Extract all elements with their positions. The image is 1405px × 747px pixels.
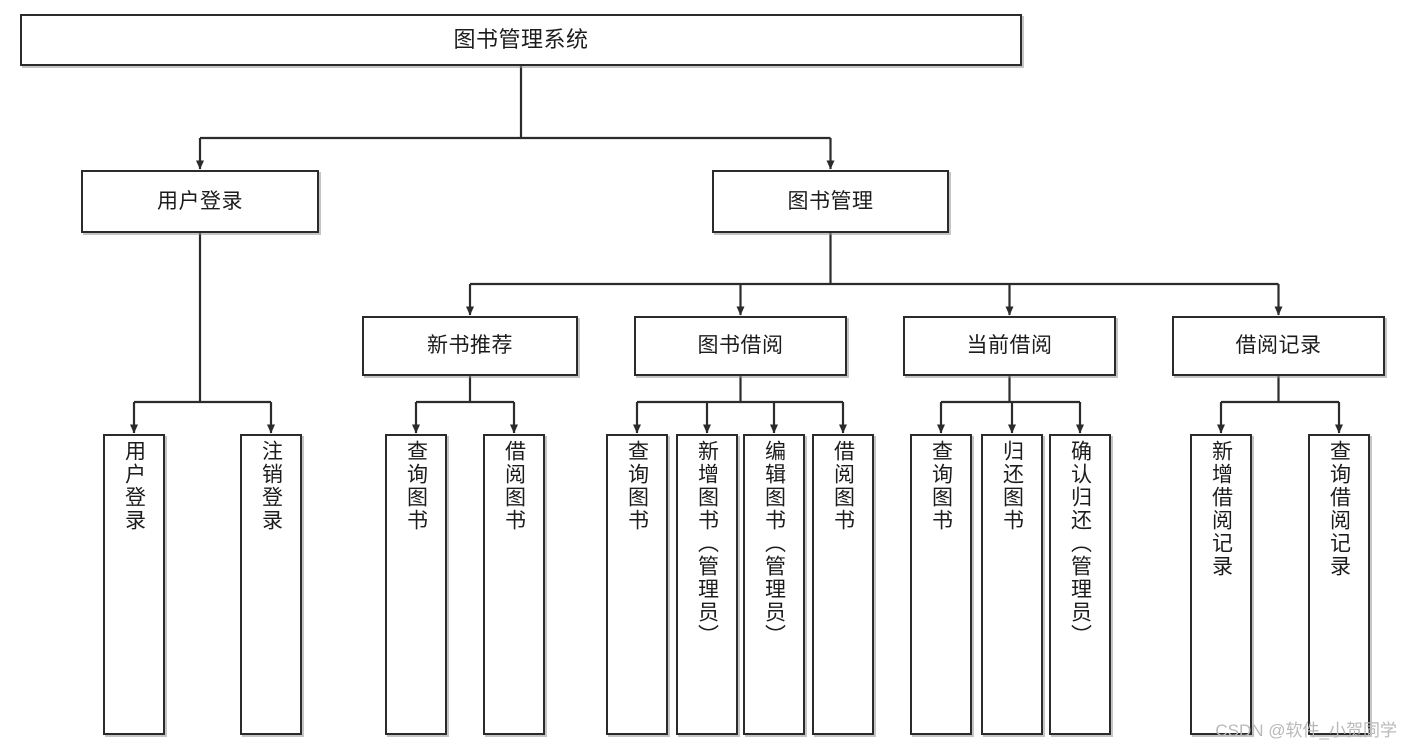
node-label: 查询借阅记录 — [1327, 440, 1351, 578]
csdn-watermark: CSDN @软件_小贺同学 — [1215, 721, 1397, 740]
node-label: 查询图书 — [929, 440, 953, 532]
node-label: 借阅记录 — [1235, 334, 1322, 358]
node-book-borrowing[interactable]: 图书借阅 — [634, 316, 847, 376]
node-leaf-add-borrowing-record[interactable]: 新增借阅记录 — [1190, 434, 1252, 735]
node-label: 查询图书 — [404, 440, 428, 532]
node-label: 借阅图书 — [831, 440, 855, 532]
node-leaf-edit-book-admin[interactable]: 编辑图书（管理员） — [743, 434, 805, 735]
node-label: 图书借阅 — [697, 334, 784, 358]
node-leaf-query-book-3[interactable]: 查询图书 — [910, 434, 972, 735]
node-leaf-query-book-1[interactable]: 查询图书 — [385, 434, 447, 735]
node-leaf-add-book-admin[interactable]: 新增图书（管理员） — [676, 434, 738, 735]
node-label: 注销登录 — [259, 440, 283, 532]
node-leaf-borrow-book-1[interactable]: 借阅图书 — [483, 434, 545, 735]
node-leaf-borrow-book-2[interactable]: 借阅图书 — [812, 434, 874, 735]
node-label: 归还图书 — [1000, 440, 1024, 532]
node-root-book-management-system[interactable]: 图书管理系统 — [20, 14, 1022, 66]
node-book-management[interactable]: 图书管理 — [712, 170, 949, 233]
node-leaf-query-book-2[interactable]: 查询图书 — [606, 434, 668, 735]
node-new-book-recommendation[interactable]: 新书推荐 — [362, 316, 578, 376]
node-label: 当前借阅 — [966, 334, 1053, 358]
node-label: 用户登录 — [122, 440, 146, 532]
node-label: 图书管理系统 — [453, 26, 589, 52]
node-label: 新增图书（管理员） — [695, 440, 719, 647]
node-leaf-query-borrowing-record[interactable]: 查询借阅记录 — [1308, 434, 1370, 735]
node-label: 新书推荐 — [427, 334, 513, 358]
node-label: 编辑图书（管理员） — [762, 440, 786, 647]
node-borrowing-record[interactable]: 借阅记录 — [1172, 316, 1385, 376]
node-label: 借阅图书 — [502, 440, 526, 532]
node-label: 确认归还（管理员） — [1068, 440, 1092, 647]
node-current-borrowing[interactable]: 当前借阅 — [903, 316, 1116, 376]
node-label: 用户登录 — [157, 189, 243, 213]
node-label: 图书管理 — [787, 189, 874, 213]
node-label: 新增借阅记录 — [1209, 440, 1233, 578]
node-leaf-logout[interactable]: 注销登录 — [240, 434, 302, 735]
node-leaf-confirm-return-admin[interactable]: 确认归还（管理员） — [1049, 434, 1111, 735]
node-leaf-return-book[interactable]: 归还图书 — [981, 434, 1043, 735]
node-user-login[interactable]: 用户登录 — [81, 170, 319, 233]
node-label: 查询图书 — [625, 440, 649, 532]
node-leaf-user-login[interactable]: 用户登录 — [103, 434, 165, 735]
